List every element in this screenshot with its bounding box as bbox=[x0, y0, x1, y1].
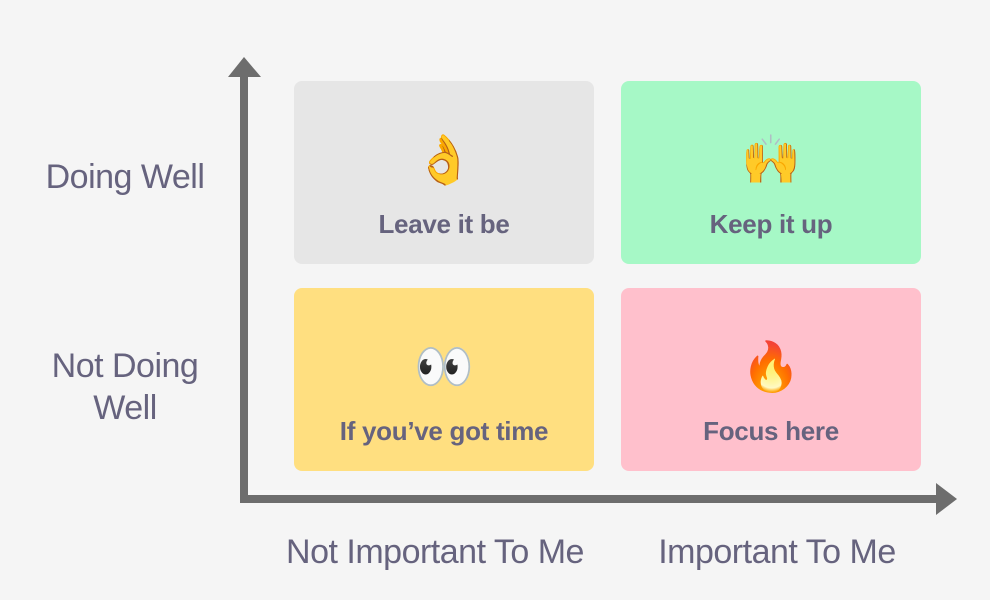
y-label-not-doing-well: Not Doing Well bbox=[51, 347, 199, 427]
quadrant-label: Keep it up bbox=[709, 209, 833, 239]
eyes-icon: 👀 bbox=[414, 341, 474, 394]
y-axis-arrow bbox=[228, 57, 261, 503]
x-label-important: Important To Me bbox=[658, 533, 896, 571]
arrow-up-icon bbox=[228, 57, 261, 77]
quadrant-if-youve-got-time: 👀 If you’ve got time bbox=[294, 288, 594, 471]
quadrant-keep-it-up: 🙌 Keep it up bbox=[621, 81, 921, 264]
y-label-doing-well: Doing Well bbox=[45, 158, 205, 196]
arrow-right-icon bbox=[936, 483, 957, 515]
x-axis-arrow bbox=[240, 483, 957, 515]
quadrant-label: If you’ve got time bbox=[339, 416, 549, 446]
quadrant-label: Focus here bbox=[703, 416, 839, 446]
fire-icon: 🔥 bbox=[741, 341, 801, 394]
quadrant-focus-here: 🔥 Focus here bbox=[621, 288, 921, 471]
quadrant-label: Leave it be bbox=[378, 209, 510, 239]
quadrant-leave-it-be: 👌 Leave it be bbox=[294, 81, 594, 264]
x-label-not-important: Not Important To Me bbox=[286, 533, 584, 571]
raising-hands-icon: 🙌 bbox=[741, 134, 801, 187]
ok-hand-icon: 👌 bbox=[414, 134, 474, 187]
